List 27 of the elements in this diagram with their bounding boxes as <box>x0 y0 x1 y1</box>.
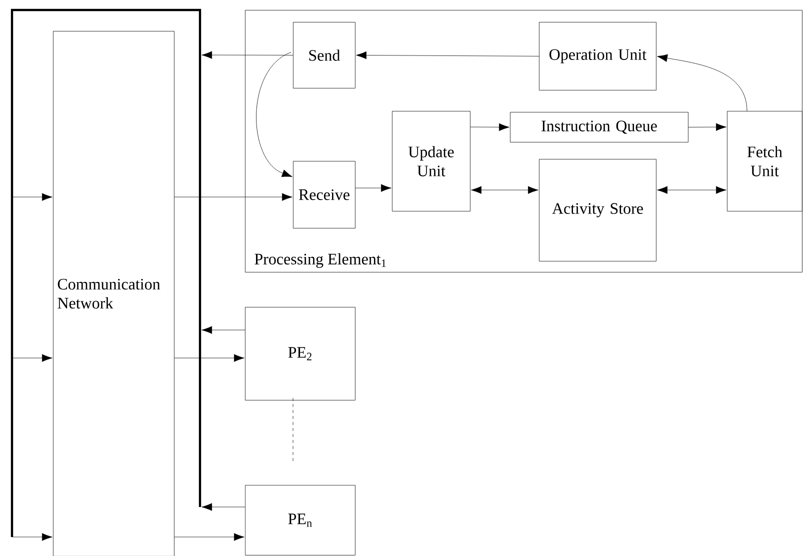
arrow <box>256 52 292 177</box>
unit-box: Instruction Queue <box>510 112 688 142</box>
arrow <box>202 503 246 511</box>
arrow <box>12 354 52 362</box>
arrow <box>355 184 392 192</box>
unit-box: Receive <box>293 161 356 228</box>
arrow <box>202 326 246 334</box>
unit-box: Operation Unit <box>539 22 656 90</box>
unit-box: Update Unit <box>392 111 470 212</box>
arrow <box>688 123 726 131</box>
arrow <box>202 51 294 59</box>
arrow <box>174 193 292 201</box>
unit-box: Activity Store <box>539 159 656 262</box>
arrow <box>657 54 748 112</box>
unit-box: PE$_{2}$ <box>245 307 356 400</box>
network-box: Communication Network <box>53 31 174 556</box>
arrow <box>356 51 540 60</box>
arrow <box>12 193 52 201</box>
arrow <box>470 123 510 131</box>
arrow <box>471 186 538 194</box>
arrow <box>174 354 244 362</box>
unit-box: Send <box>293 22 356 88</box>
arrow <box>12 533 52 541</box>
arrow <box>657 186 726 194</box>
arrow <box>174 533 244 541</box>
unit-box: PE$_{n}$ <box>245 485 356 556</box>
unit-box: Fetch Unit <box>727 111 802 212</box>
